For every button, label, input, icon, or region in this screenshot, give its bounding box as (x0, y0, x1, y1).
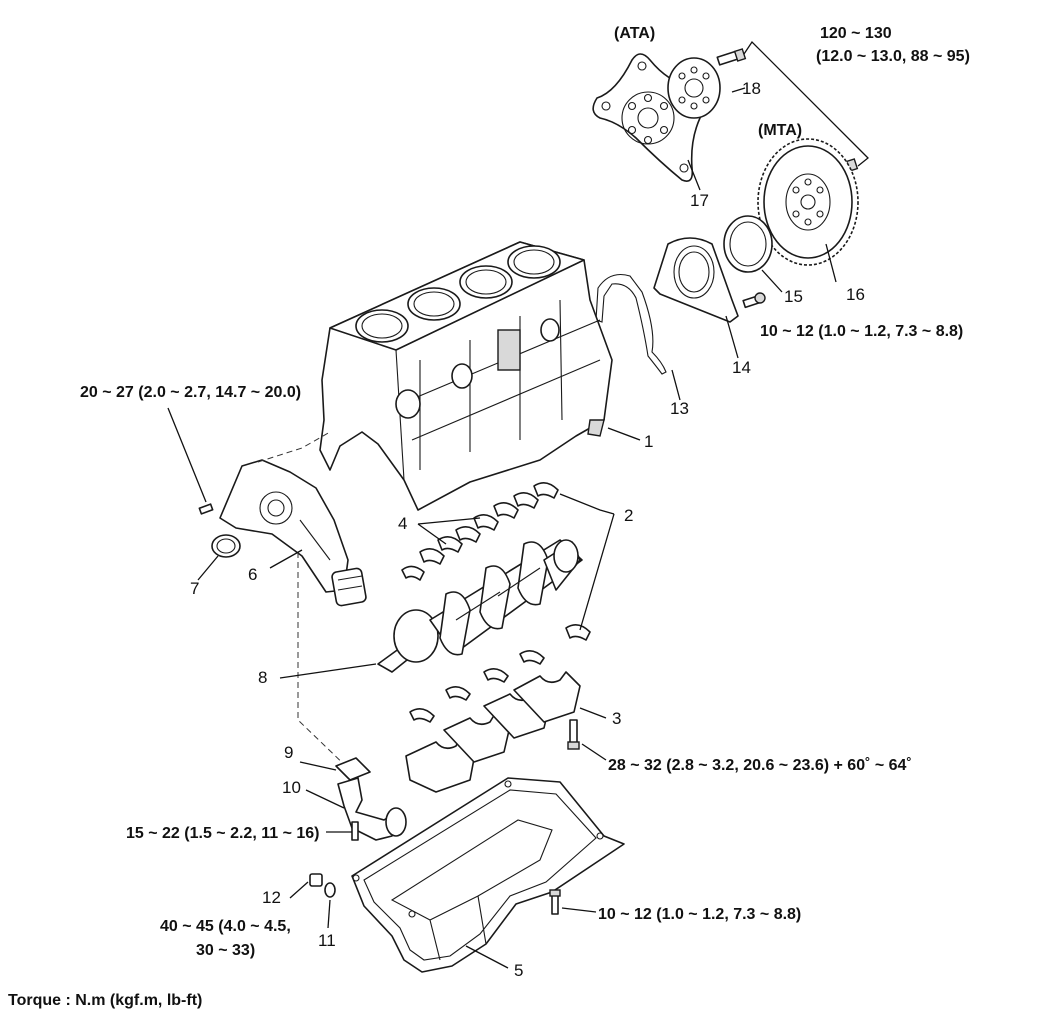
oil-screen-gasket (335, 757, 371, 781)
torque-flywheel-line1: 120 ~ 130 (820, 25, 892, 42)
callout-12: 12 (262, 888, 281, 907)
variant-mta-label: (MTA) (758, 122, 802, 139)
oil-pump-bolt (198, 503, 214, 515)
variant-ata-label: (ATA) (614, 25, 655, 42)
oil-pan-bolt (549, 889, 561, 915)
callout-14: 14 (732, 358, 751, 377)
drain-plug (309, 873, 323, 887)
callout-8: 8 (258, 668, 267, 687)
torque-drain-plug-line1: 40 ~ 45 (4.0 ~ 4.5, (160, 918, 291, 935)
crankshaft (377, 539, 583, 673)
callout-2: 2 (624, 506, 633, 525)
torque-oil-pump-case: 20 ~ 27 (2.0 ~ 2.7, 14.7 ~ 20.0) (80, 384, 301, 401)
oil-pan (351, 777, 625, 973)
torque-units-footer: Torque : N.m (kgf.m, lb-ft) (8, 992, 202, 1009)
main-bearing-caps (405, 671, 581, 793)
torque-bearing-cap: 28 ~ 32 (2.8 ~ 3.2, 20.6 ~ 23.6) + 60˚ ~… (608, 757, 912, 774)
callout-1: 1 (644, 432, 653, 451)
callout-11: 11 (318, 931, 336, 950)
oil-screen (337, 777, 407, 841)
callout-18: 18 (742, 79, 761, 98)
callout-13: 13 (670, 399, 689, 418)
callout-7: 7 (190, 579, 199, 598)
callout-10: 10 (282, 778, 301, 797)
callout-6: 6 (248, 565, 257, 584)
callout-4: 4 (398, 514, 407, 533)
cylinder-block (319, 241, 613, 511)
seal-case-bolt (742, 292, 766, 309)
flywheel-bolt (716, 48, 747, 66)
drain-plug-gasket (324, 882, 336, 898)
lower-main-bearings (409, 650, 545, 723)
leader-lines (167, 87, 837, 969)
rear-oil-seal-case (653, 237, 739, 323)
torque-seal-case: 10 ~ 12 (1.0 ~ 1.2, 7.3 ~ 8.8) (760, 323, 963, 340)
callout-16: 16 (846, 285, 865, 304)
callout-5: 5 (514, 961, 523, 980)
torque-oil-screen: 15 ~ 22 (1.5 ~ 2.2, 11 ~ 16) (126, 825, 319, 842)
adapter-plate (667, 57, 721, 119)
callout-9: 9 (284, 743, 293, 762)
front-oil-seal (211, 534, 241, 558)
rear-gasket (595, 273, 667, 375)
torque-oil-pan: 10 ~ 12 (1.0 ~ 1.2, 7.3 ~ 8.8) (598, 906, 801, 923)
flywheel-mta (757, 138, 859, 266)
callout-3: 3 (612, 709, 621, 728)
oil-pump-case (219, 459, 367, 607)
oil-screen-bolt (351, 821, 359, 841)
torque-drain-plug-line2: 30 ~ 33) (196, 942, 255, 959)
rear-oil-seal (723, 215, 773, 273)
callout-15: 15 (784, 287, 803, 306)
torque-flywheel-line2: (12.0 ~ 13.0, 88 ~ 95) (816, 48, 970, 65)
callout-17: 17 (690, 191, 709, 210)
bearing-cap-bolt (567, 719, 580, 750)
